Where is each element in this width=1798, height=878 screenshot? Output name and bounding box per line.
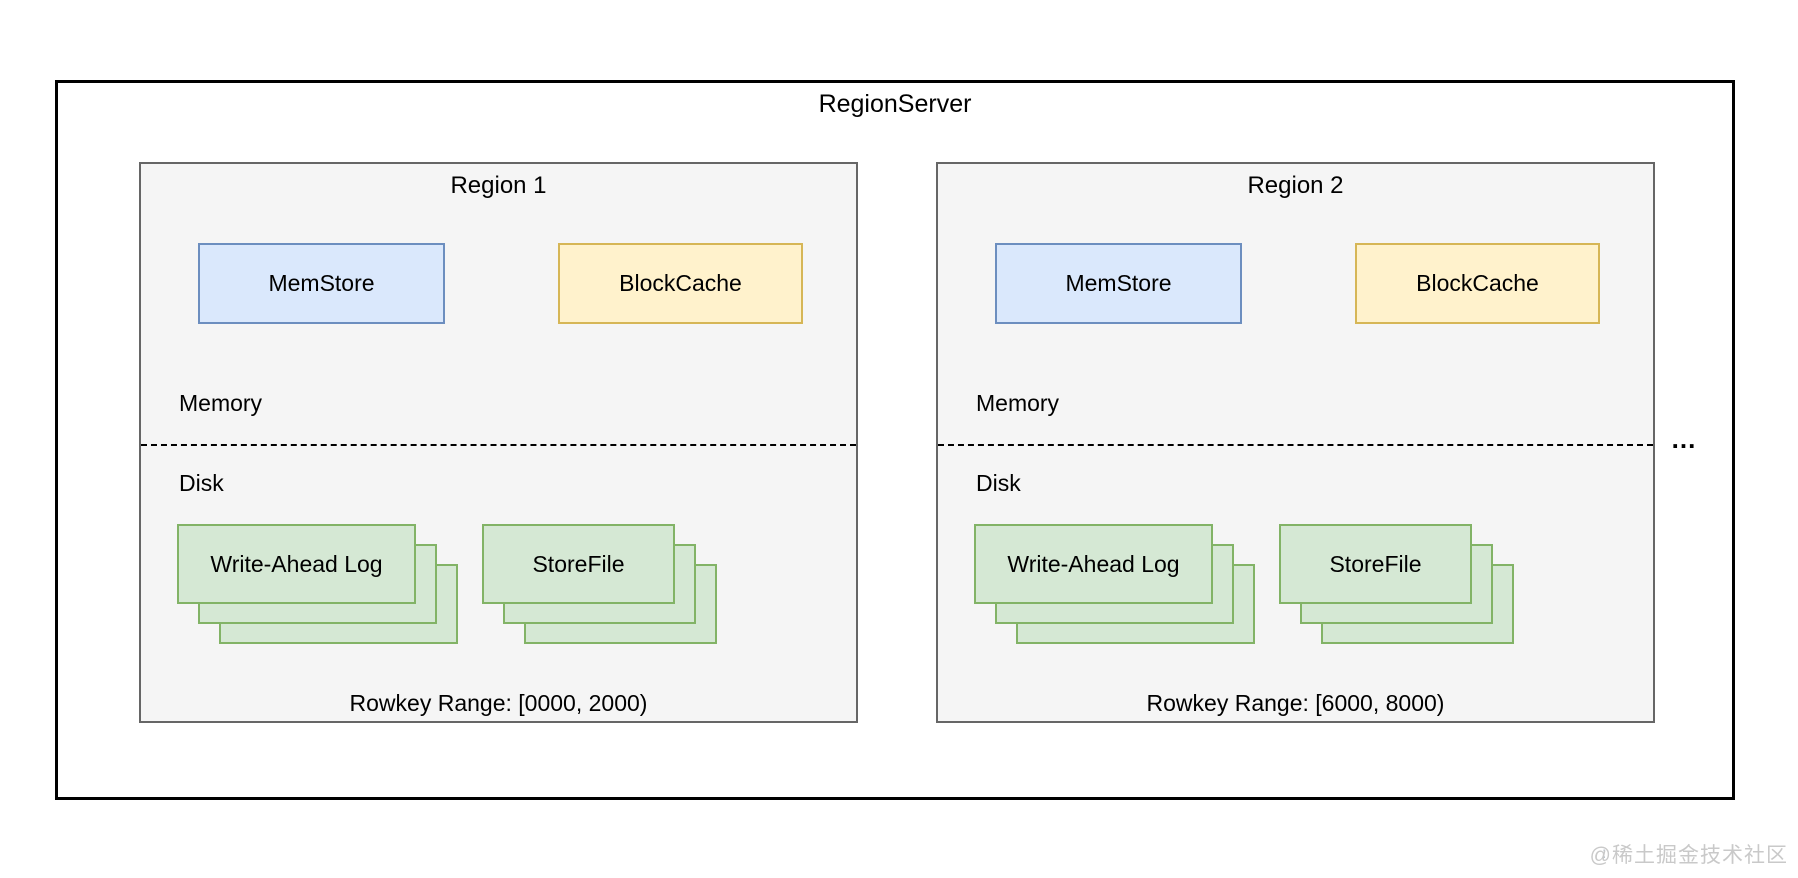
blockcache-label: BlockCache: [1416, 270, 1539, 296]
memory-zone-label: Memory: [976, 390, 1060, 416]
storefile-stack-front-sheet: StoreFile: [482, 524, 675, 604]
storefile-stack: StoreFile: [1279, 524, 1515, 645]
write-ahead-log-stack: Write-Ahead Log: [974, 524, 1256, 645]
blockcache-label: BlockCache: [619, 270, 742, 296]
region-2-title: Region 2: [1247, 172, 1344, 199]
blockcache-node: BlockCache: [1355, 243, 1600, 324]
wal-stack-front-sheet: Write-Ahead Log: [177, 524, 416, 604]
disk-zone-label: Disk: [976, 470, 1021, 496]
wal-label: Write-Ahead Log: [1007, 550, 1180, 577]
more-regions-ellipsis: ...: [1671, 424, 1697, 454]
memory-zone-label: Memory: [179, 390, 263, 416]
storefile-stack: StoreFile: [482, 524, 718, 645]
memory-disk-divider: [938, 444, 1653, 446]
wal-label: Write-Ahead Log: [210, 550, 383, 577]
regionserver-box: RegionServer Region 1 MemStore BlockCach…: [55, 80, 1735, 800]
write-ahead-log-stack: Write-Ahead Log: [177, 524, 459, 645]
region-1-box: Region 1 MemStore BlockCache Memory Disk…: [139, 162, 858, 723]
watermark-mark: :: [1602, 845, 1607, 862]
storefile-label: StoreFile: [532, 550, 625, 577]
region-1-title: Region 1: [450, 172, 547, 199]
memstore-label: MemStore: [268, 270, 375, 296]
rowkey-range-label: Rowkey Range: [6000, 8000): [1146, 690, 1445, 716]
disk-zone-label: Disk: [179, 470, 224, 496]
memstore-node: MemStore: [995, 243, 1242, 324]
blockcache-node: BlockCache: [558, 243, 803, 324]
storefile-label: StoreFile: [1329, 550, 1422, 577]
watermark-text: @稀土掘金技术社区: [1589, 844, 1788, 867]
memory-disk-divider: [141, 444, 856, 446]
memstore-node: MemStore: [198, 243, 445, 324]
storefile-stack-front-sheet: StoreFile: [1279, 524, 1472, 604]
region-2-box: Region 2 MemStore BlockCache Memory Disk…: [936, 162, 1655, 723]
regionserver-title: RegionServer: [818, 90, 972, 118]
wal-stack-front-sheet: Write-Ahead Log: [974, 524, 1213, 604]
memstore-label: MemStore: [1065, 270, 1172, 296]
rowkey-range-label: Rowkey Range: [0000, 2000): [349, 690, 648, 716]
